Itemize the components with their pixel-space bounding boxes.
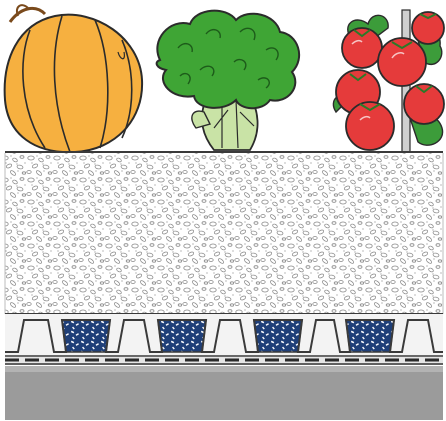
pumpkin-icon — [5, 5, 142, 152]
water-reservoir-4 — [346, 320, 394, 352]
water-reservoir-3 — [254, 320, 302, 352]
drainage-retention-board-layer — [5, 314, 443, 356]
growing-substrate-layer — [5, 152, 443, 314]
protection-mat-layer — [5, 357, 443, 364]
tomato-icon — [333, 10, 444, 152]
water-reservoir-2 — [158, 320, 206, 352]
roof-deck-layer — [5, 366, 443, 420]
broccoli-icon — [157, 11, 300, 150]
water-reservoir-1 — [62, 320, 110, 352]
